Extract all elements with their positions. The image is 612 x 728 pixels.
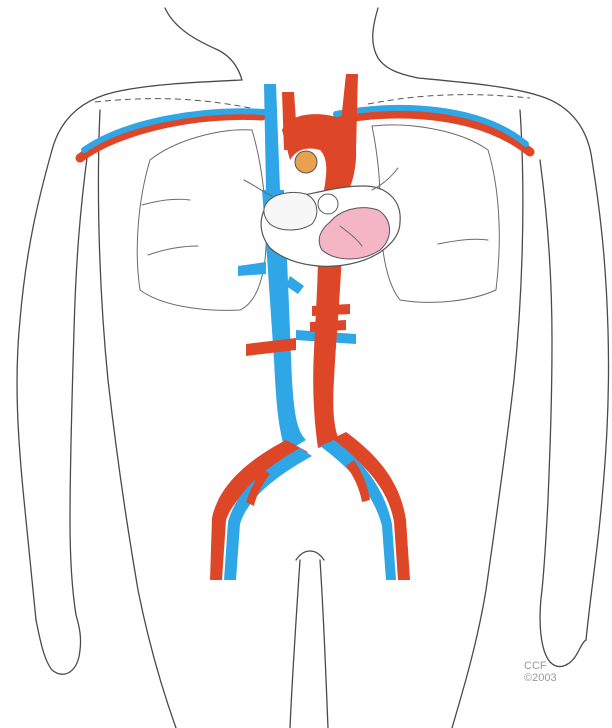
right-hand xyxy=(540,590,586,667)
left-lung-fissure-1 xyxy=(142,199,190,205)
pulmonary-valve xyxy=(295,151,317,173)
right-arm-outer xyxy=(586,160,609,640)
pulmonary-artery-right xyxy=(372,168,398,190)
jugular-vein xyxy=(264,84,280,190)
left-hand xyxy=(36,615,81,674)
credit-line-2: ©2003 xyxy=(524,672,557,684)
right-lung-fissure xyxy=(438,239,488,244)
right-arm-inner xyxy=(540,160,552,590)
aortic-valve xyxy=(318,194,338,214)
left-leg-inner xyxy=(290,560,300,728)
iliac-vessels xyxy=(210,432,410,580)
torso-right-side xyxy=(452,110,523,728)
credit-line-1: CCF xyxy=(524,660,557,672)
left-arm-inner xyxy=(70,150,88,615)
right-leg-inner xyxy=(320,560,328,728)
groin xyxy=(296,551,324,560)
right-iliac-vein xyxy=(320,440,396,580)
right-atrium xyxy=(264,192,317,230)
descending-aorta xyxy=(313,250,342,448)
left-arm-outer xyxy=(17,150,52,620)
copyright-credit: CCF ©2003 xyxy=(524,660,557,684)
celiac-artery xyxy=(310,320,346,332)
hepatic-branch xyxy=(286,276,304,294)
neck-left xyxy=(165,8,242,80)
right-subclavian-artery xyxy=(336,114,530,152)
clavicle-left xyxy=(95,99,250,108)
clavicle-right xyxy=(368,95,530,104)
torso-left-side xyxy=(98,110,176,728)
mesenteric-artery xyxy=(312,304,350,316)
renal-vein-left xyxy=(238,262,266,276)
left-lung xyxy=(137,130,266,311)
left-lung-fissure-2 xyxy=(148,246,198,255)
neck-right xyxy=(373,8,418,78)
